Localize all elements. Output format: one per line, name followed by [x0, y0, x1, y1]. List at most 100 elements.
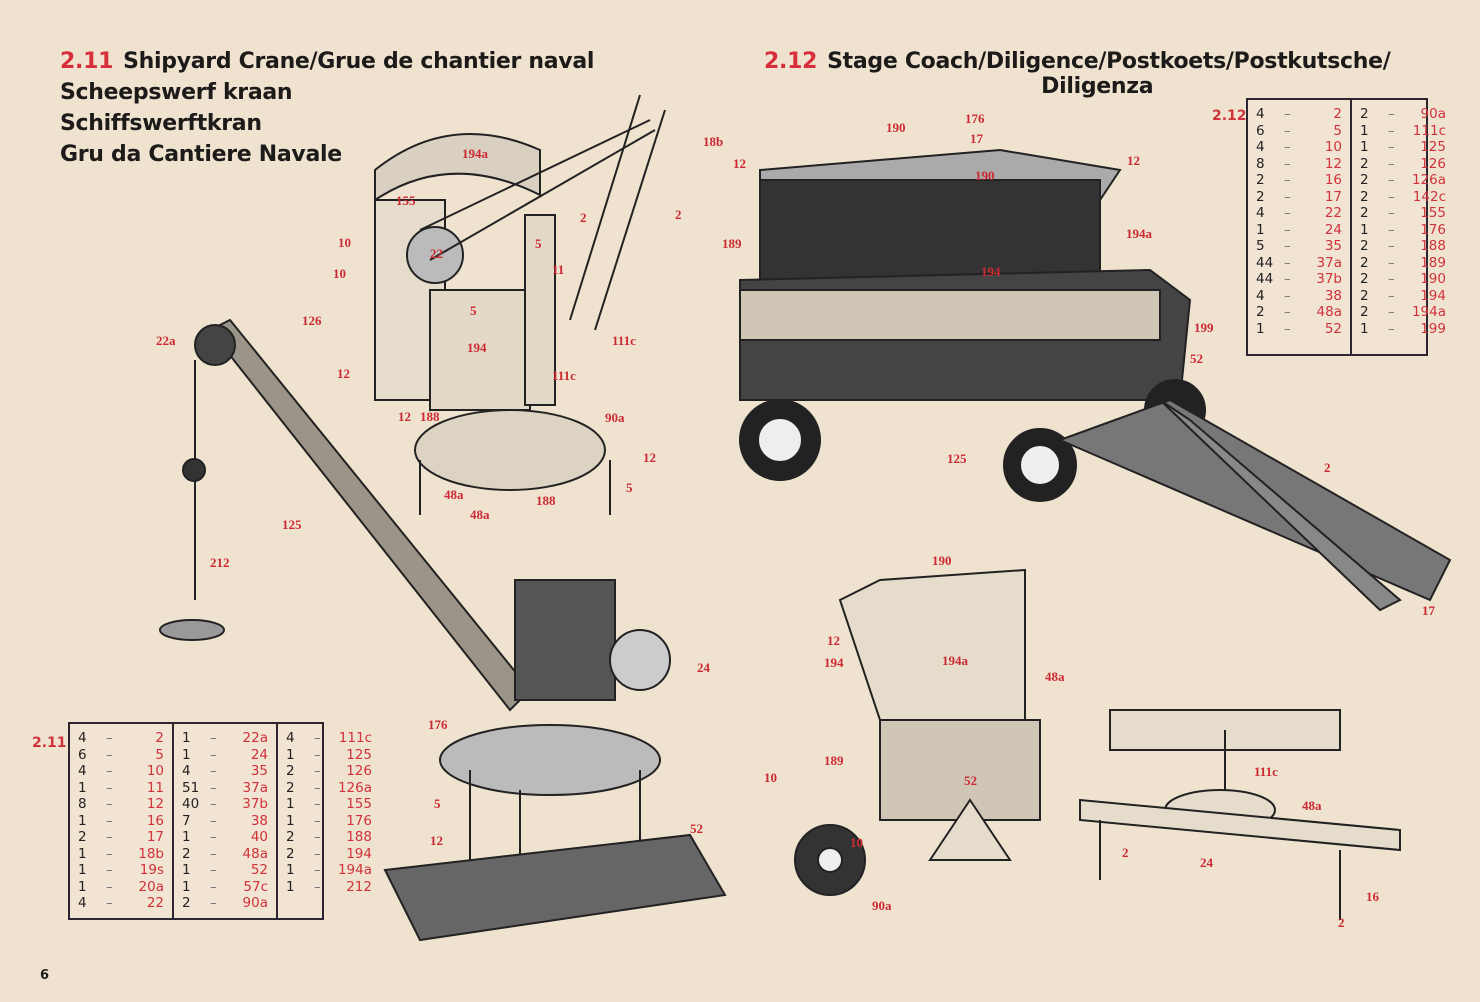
part-number: 5 [1333, 122, 1342, 139]
parts-row: 2–126a [286, 780, 372, 797]
parts-row: 1–22a [182, 730, 268, 747]
part-callout: 12 [643, 450, 656, 465]
part-number: 155 [1420, 205, 1446, 221]
part-callout: 194a [1126, 226, 1152, 241]
title-line: Shipyard Crane/Grue de chantier naval [123, 49, 595, 74]
parts-row: 4–2 [1256, 106, 1342, 123]
parts-row: 1–40 [182, 829, 268, 846]
quantity: 2 [1360, 188, 1369, 205]
part-callout: 2 [580, 210, 587, 225]
parts-row: 1–125 [1360, 139, 1446, 156]
parts-table-label: 2.12 [1212, 108, 1247, 124]
part-callout: 189 [722, 236, 742, 251]
parts-row: 1–176 [286, 813, 372, 830]
part-number: 10 [146, 763, 164, 779]
part-number: 12 [146, 796, 164, 812]
dash: – [210, 878, 217, 895]
quantity: 2 [1360, 106, 1369, 122]
part-number: 35 [1324, 238, 1342, 254]
quantity: 44 [1256, 254, 1274, 271]
parts-row: 1–194a [286, 862, 372, 879]
parts-row: 51–37a [182, 780, 268, 797]
part-callout: 52 [1190, 351, 1203, 366]
dash: – [106, 796, 113, 812]
part-callout: 125 [947, 451, 967, 466]
dash: – [1388, 320, 1395, 337]
dash: – [314, 796, 321, 812]
dash: – [1284, 271, 1291, 287]
dash: – [210, 829, 217, 845]
dash: – [1284, 320, 1291, 337]
part-callout: 190 [975, 168, 995, 183]
part-number: 155 [346, 796, 372, 812]
part-number: 57c [243, 878, 268, 895]
dash: – [106, 829, 113, 845]
part-number: 48a [242, 845, 268, 862]
dash: – [1388, 304, 1395, 320]
dash: – [1388, 254, 1395, 271]
quantity: 4 [286, 730, 295, 746]
part-callout: 48a [470, 507, 490, 522]
parts-row: 1–20a [78, 879, 164, 896]
dash: – [106, 812, 113, 829]
part-callout: 199 [1194, 320, 1214, 335]
parts-row: 4–38 [1256, 288, 1342, 305]
parts-row: 2–194a [1360, 304, 1446, 321]
part-callout: 176 [428, 717, 448, 732]
dash: – [1388, 271, 1395, 287]
quantity: 2 [1360, 172, 1369, 188]
quantity: 4 [78, 730, 87, 746]
quantity: 2 [1360, 205, 1369, 221]
part-callout: 111c [552, 368, 576, 383]
part-callout: 12 [337, 366, 350, 381]
part-number: 22 [146, 895, 164, 911]
dash: – [1388, 155, 1395, 172]
part-number: 38 [1324, 287, 1342, 304]
part-number: 126a [337, 779, 372, 796]
part-callout: 16 [1366, 889, 1379, 904]
parts-row: 4–10 [78, 763, 164, 780]
part-number: 10 [1324, 139, 1342, 155]
part-callout: 188 [536, 493, 556, 508]
dash: – [1284, 172, 1291, 188]
quantity: 4 [1256, 139, 1265, 155]
parts-row: 4–10 [1256, 139, 1342, 156]
quantity: 1 [286, 812, 295, 829]
part-callout: 12 [1127, 153, 1140, 168]
quantity: 4 [182, 763, 191, 779]
part-callout: 212 [210, 555, 230, 570]
dash: – [314, 730, 321, 746]
title-line: Stage Coach/Diligence/Postkoets/Postkuts… [827, 49, 1391, 74]
part-callout: 2 [1338, 915, 1345, 930]
coach-body-detail-drawing [794, 568, 1041, 896]
part-number: 19s [139, 862, 164, 878]
quantity: 2 [1360, 155, 1369, 172]
part-number: 188 [1420, 238, 1446, 254]
part-number: 18b [138, 845, 164, 862]
dash: – [1284, 155, 1291, 172]
quantity: 2 [1256, 172, 1265, 188]
part-callout: 12 [733, 156, 746, 171]
dash: – [1284, 254, 1291, 271]
part-callout: 111c [612, 333, 636, 348]
part-number: 90a [1420, 106, 1446, 122]
part-callout: 194 [824, 655, 844, 670]
parts-row: 2–90a [182, 895, 268, 912]
dash: – [1388, 221, 1395, 238]
quantity: 2 [1360, 254, 1369, 271]
parts-row: 2–126 [1360, 156, 1446, 173]
part-callout: 52 [964, 773, 977, 788]
quantity: 2 [78, 829, 87, 845]
parts-row: 6–5 [1256, 123, 1342, 140]
parts-row: 1–52 [182, 862, 268, 879]
part-callout: 48a [444, 487, 464, 502]
parts-row: 1–52 [1256, 321, 1342, 338]
title-line: Scheepswerf kraan [60, 80, 293, 105]
quantity: 2 [286, 763, 295, 779]
parts-row: 44–37a [1256, 255, 1342, 272]
